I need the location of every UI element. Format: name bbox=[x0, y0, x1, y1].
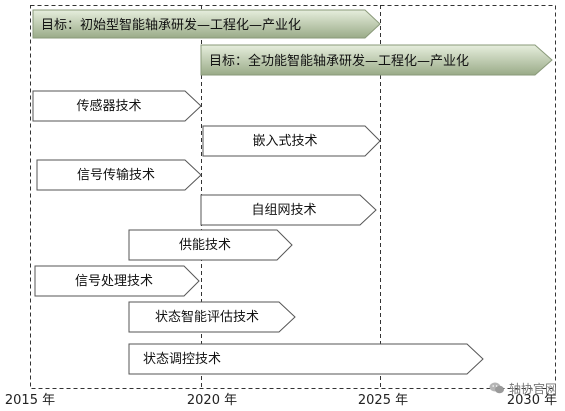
tech-arrow-signal-transmission: 信号传输技术 bbox=[36, 159, 202, 191]
year-axis: 2015 年 2020 年 2025 年 2030 年 bbox=[5, 393, 557, 408]
tech-arrow-signal-processing: 信号处理技术 bbox=[34, 265, 200, 297]
year-label-2030: 2030 年 bbox=[507, 393, 557, 408]
tech-arrow-state-control: 状态调控技术 bbox=[128, 343, 484, 375]
tech-arrow-sensor: 传感器技术 bbox=[32, 90, 202, 122]
tech-label-signal-processing: 信号处理技术 bbox=[75, 274, 153, 289]
tech-label-self-networking: 自组网技术 bbox=[251, 203, 316, 218]
tech-arrow-power-supply: 供能技术 bbox=[128, 229, 293, 261]
goal-arrow-full: 目标：全功能智能轴承研发—工程化—产业化 bbox=[200, 44, 553, 76]
goal-arrow-initial: 目标：初始型智能轴承研发—工程化—产业化 bbox=[32, 9, 381, 39]
watermark: 轴协官网 bbox=[489, 379, 557, 397]
tech-label-signal-transmission: 信号传输技术 bbox=[77, 167, 155, 183]
year-label-2015: 2015 年 bbox=[5, 393, 55, 408]
tech-arrow-self-networking: 自组网技术 bbox=[200, 194, 377, 226]
tech-label-embedded: 嵌入式技术 bbox=[252, 134, 317, 149]
wechat-icon bbox=[489, 382, 504, 394]
goal-label-initial: 目标：初始型智能轴承研发—工程化—产业化 bbox=[41, 17, 301, 33]
tech-label-sensor: 传感器技术 bbox=[76, 98, 141, 114]
watermark-text: 轴协官网 bbox=[508, 381, 557, 396]
tech-label-state-assessment: 状态智能评估技术 bbox=[155, 310, 259, 325]
goal-label-full: 目标：全功能智能轴承研发—工程化—产业化 bbox=[209, 53, 469, 69]
tech-arrow-state-assessment: 状态智能评估技术 bbox=[128, 301, 296, 333]
tech-label-state-control: 状态调控技术 bbox=[143, 352, 221, 367]
year-label-2025: 2025 年 bbox=[358, 393, 408, 408]
tech-label-power-supply: 供能技术 bbox=[179, 238, 231, 253]
tech-arrow-embedded: 嵌入式技术 bbox=[202, 125, 381, 157]
year-label-2020: 2020 年 bbox=[187, 393, 237, 408]
